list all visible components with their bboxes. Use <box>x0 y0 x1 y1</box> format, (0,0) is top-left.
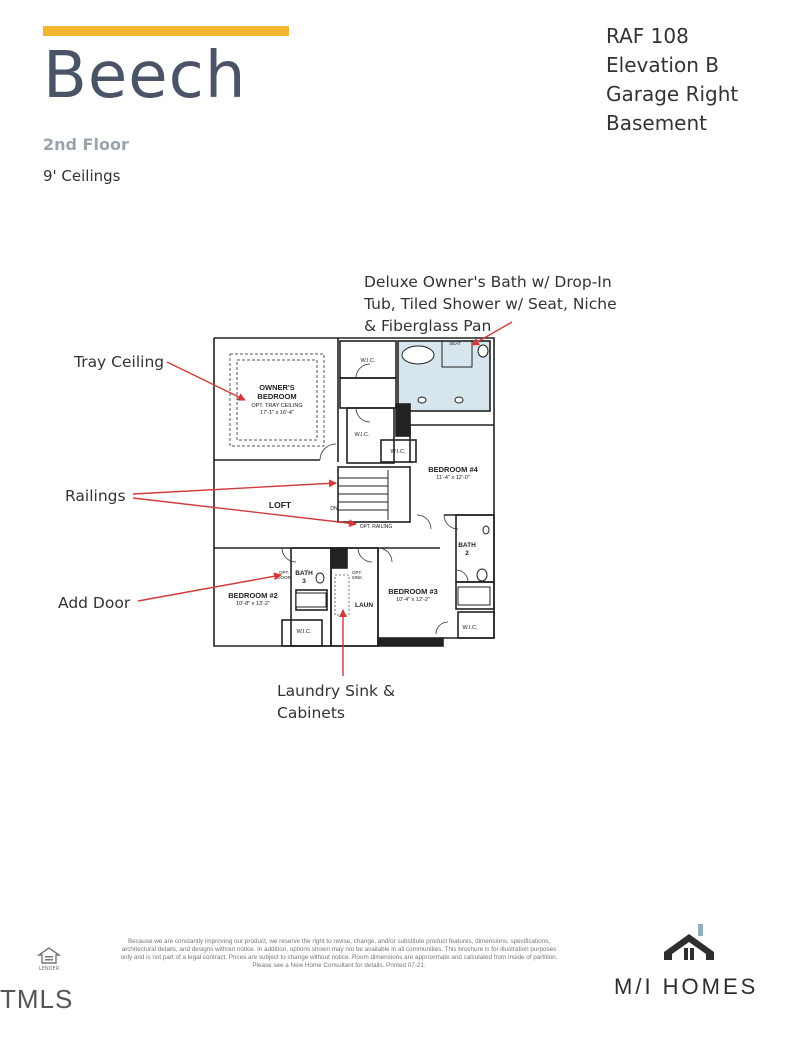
tub-icon <box>295 592 327 608</box>
callout-laundry: Laundry Sink & Cabinets <box>277 680 395 724</box>
opt-door-label: OPT. <box>279 570 289 575</box>
sink-icon <box>454 396 464 404</box>
ceilings-label: 9' Ceilings <box>43 167 121 185</box>
bedroom3-label: BEDROOM #3 <box>388 587 438 596</box>
callout-owner-bath-line3: & Fiberglass Pan <box>364 317 492 335</box>
brand-name: M/I HOMES <box>614 974 759 999</box>
wic-label: W.I.C. <box>463 625 478 631</box>
arrow-railings-upper <box>132 479 337 495</box>
room-labels: OWNER'S BEDROOM OPT. TRAY CEILING 17'-1"… <box>228 341 478 635</box>
equal-housing-badge: LENDER <box>34 946 64 972</box>
toilet-icon <box>476 568 488 582</box>
plan-title: Beech <box>43 39 247 113</box>
mi-homes-logo-icon <box>664 924 714 960</box>
equal-housing-text: LENDER <box>38 966 60 972</box>
callout-laundry-line1: Laundry Sink & <box>277 682 396 700</box>
owners-bedroom-dims: 17'-1" x 16'-4" <box>260 410 294 416</box>
opt-door-label-2: DOOR <box>277 575 291 580</box>
tray-ceiling-outline <box>229 353 325 447</box>
seat-label: SEAT <box>449 341 461 346</box>
arrow-railings-lower <box>132 497 357 528</box>
equal-housing-icon <box>36 947 62 964</box>
meta-elevation: Elevation B <box>606 53 719 77</box>
laundry-cabinets <box>334 574 350 616</box>
bedroom4-label: BEDROOM #4 <box>428 465 478 474</box>
plan-meta: RAF 108 Elevation B Garage Right Basemen… <box>606 22 738 138</box>
loft-label: LOFT <box>269 500 292 510</box>
meta-garage: Garage Right <box>606 82 739 106</box>
owners-bedroom-label: OWNER'S <box>259 383 295 392</box>
sink-icon <box>417 396 427 404</box>
bedroom3-dims: 10'-4" x 12'-2" <box>396 597 430 603</box>
bedroom2-dims: 10'-8" x 13'-2" <box>236 601 270 607</box>
callout-owner-bath: Deluxe Owner's Bath w/ Drop-In Tub, Tile… <box>364 271 617 337</box>
dn-label: DN <box>330 506 338 512</box>
arrow-tray-ceiling <box>166 361 246 401</box>
callout-owner-bath-line1: Deluxe Owner's Bath w/ Drop-In <box>364 273 612 291</box>
callout-owner-bath-line2: Tub, Tiled Shower w/ Seat, Niche <box>364 295 617 313</box>
callout-add-door: Add Door <box>58 594 131 612</box>
wic-label: W.I.C. <box>297 629 312 635</box>
floor-label: 2nd Floor <box>43 135 129 154</box>
meta-basement: Basement <box>606 111 708 135</box>
mls-mark: TMLS <box>0 984 74 1014</box>
callout-arrows <box>132 321 513 676</box>
opt-railing-label: OPT. RAILING <box>360 524 393 530</box>
bedroom4-dims: 11'-4" x 12'-0" <box>436 475 469 481</box>
toilet-icon <box>315 572 325 584</box>
callout-railings: Railings <box>65 487 126 505</box>
bath2-number: 2 <box>465 550 469 557</box>
toilet-icon <box>477 344 489 358</box>
disclaimer: Because we are constantly improving our … <box>120 938 558 969</box>
laundry-label: LAUN <box>355 602 373 609</box>
bath3-number: 3 <box>302 578 306 585</box>
door-swings <box>281 363 469 635</box>
wic-label: W.I.C. <box>391 449 406 455</box>
opt-sink-label: OPT. <box>352 570 362 575</box>
tub-icon <box>457 586 491 606</box>
wic-label: W.I.C. <box>361 358 376 364</box>
bath3-label: BATH <box>295 570 313 577</box>
bedroom2-label: BEDROOM #2 <box>228 591 278 600</box>
accent-bar <box>43 26 289 36</box>
owners-bedroom-label-2: BEDROOM <box>257 392 296 401</box>
sink-icon <box>482 525 490 535</box>
callout-laundry-line2: Cabinets <box>277 704 345 722</box>
tub-icon <box>401 345 435 365</box>
bath2-label: BATH <box>458 542 476 549</box>
meta-code: RAF 108 <box>606 24 689 48</box>
arrow-add-door <box>137 572 282 602</box>
arrow-owner-bath <box>471 321 513 346</box>
callout-tray-ceiling: Tray Ceiling <box>74 353 165 371</box>
owners-bedroom-option: OPT. TRAY CEILING <box>251 403 302 409</box>
opt-sink-label-2: SINK <box>352 575 363 580</box>
shower-icon <box>441 340 473 368</box>
wic-label: W.I.C. <box>355 432 370 438</box>
